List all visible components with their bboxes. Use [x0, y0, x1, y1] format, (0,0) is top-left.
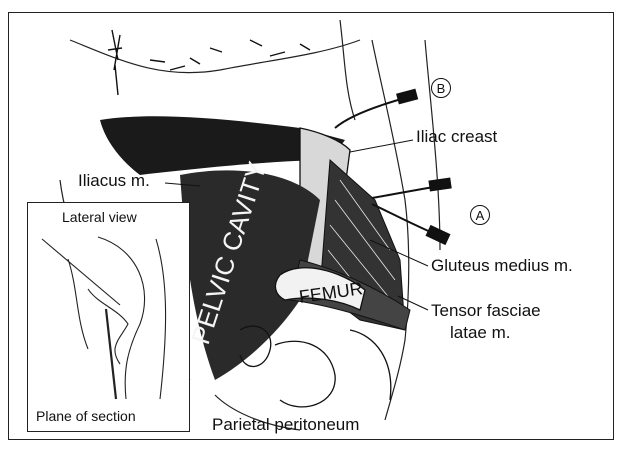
label-iliac-crest: Iliac creast: [416, 128, 497, 145]
inset-caption: Plane of section: [36, 408, 136, 424]
inset-title: Lateral view: [62, 209, 137, 225]
label-iliacus: Iliacus m.: [78, 172, 150, 189]
label-tensor-line1: Tensor fasciae: [431, 302, 541, 319]
skin-texture: [108, 30, 310, 95]
marker-a: A: [470, 205, 490, 225]
leader-iliac-crest: [350, 140, 413, 152]
inset-sketch: [28, 229, 188, 409]
label-tensor-line2: latae m.: [450, 324, 510, 341]
plane-of-section-line: [42, 239, 120, 305]
marker-b: B: [431, 78, 451, 98]
lateral-view-inset: Lateral view Plane of section: [27, 202, 190, 432]
label-gluteus-medius: Gluteus medius m.: [431, 257, 573, 274]
retractor-b: [335, 90, 417, 128]
label-parietal-peritoneum: Parietal peritoneum: [212, 416, 359, 433]
